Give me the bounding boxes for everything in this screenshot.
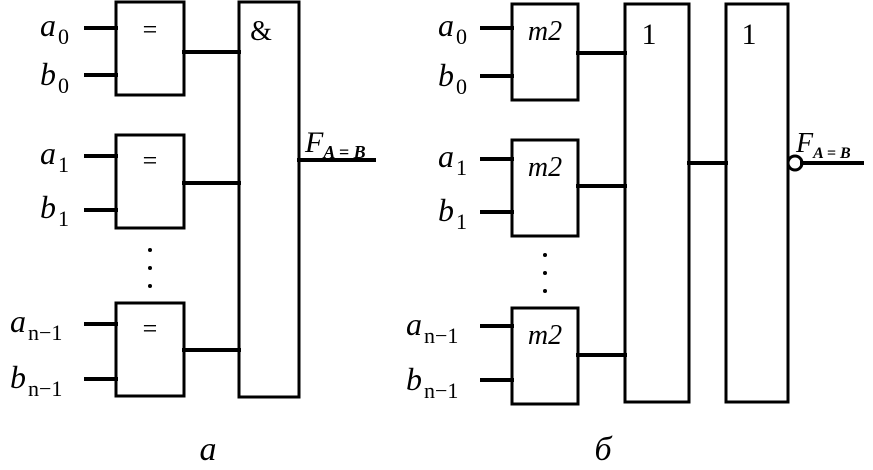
left-input-label-a1: a1	[40, 135, 69, 177]
right-input-label-b1: b1	[438, 192, 467, 234]
right-or-gate	[623, 2, 691, 404]
right-or-symbol: 1	[642, 18, 657, 51]
right-input-label-a1: a1	[438, 138, 467, 180]
right-xor-gate-n1	[510, 306, 580, 406]
right-gate-symbol-0: m2	[528, 16, 562, 47]
left-input-label-b0: b0	[40, 56, 69, 98]
left-input-label-a0: a0	[40, 7, 69, 49]
left-xnor-gate-n1	[114, 301, 186, 398]
right-input-label-an1: an−1	[406, 306, 458, 348]
right-gate-symbol-n1: m2	[528, 320, 562, 351]
right-input-label-a0: a0	[438, 7, 467, 49]
right-ellipsis	[543, 253, 547, 293]
right-xor-gate-1	[510, 138, 580, 238]
left-input-label-b1: b1	[40, 189, 69, 231]
left-gate-symbol-1: =	[143, 146, 158, 175]
right-scheme: m2 m2 m2 1 1 a0 b0 a1 b1 an−1 bn−1 FA = …	[406, 2, 864, 468]
right-gate-symbol-1: m2	[528, 152, 562, 183]
left-gate-symbol-0: =	[143, 15, 158, 44]
left-input-label-an1: an−1	[10, 303, 62, 345]
left-ellipsis	[148, 248, 152, 288]
right-caption: б	[594, 431, 613, 468]
right-not-symbol: 1	[742, 18, 757, 51]
right-input-label-b0: b0	[438, 57, 467, 99]
right-not-gate	[724, 2, 790, 404]
left-gate-symbol-n1: =	[143, 314, 158, 343]
left-xnor-gate-1	[114, 133, 186, 230]
left-input-label-bn1: bn−1	[10, 359, 62, 401]
left-and-gate	[237, 0, 301, 399]
right-output-label: FA = B	[795, 128, 851, 162]
left-scheme: = = = & a0 b0 a1 b1 an−1 bn−1 FA = B а	[10, 0, 376, 468]
left-xnor-gate-0	[114, 0, 186, 97]
left-caption: а	[200, 431, 217, 468]
left-and-symbol: &	[250, 16, 272, 47]
left-output-label: FA = B	[304, 126, 366, 162]
right-input-label-bn1: bn−1	[406, 361, 458, 403]
right-xor-gate-0	[510, 2, 580, 102]
